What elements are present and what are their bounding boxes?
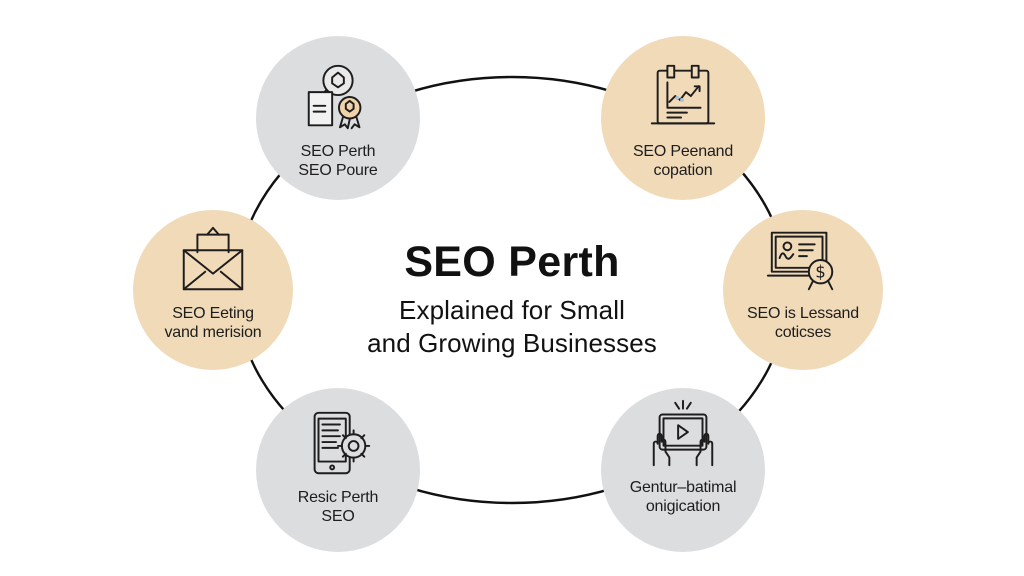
subtitle-line-1: Explained for Small [399,295,625,325]
label-line: SEO is Lessand [747,305,859,322]
profile-dollar-screen-icon: $ [764,224,842,296]
node-bottom-left: Resic Perth SEO [256,388,420,552]
label-line: onigication [645,498,721,515]
center-heading: SEO Perth Explained for Small and Growin… [312,236,712,360]
subtitle: Explained for Small and Growing Business… [312,294,712,360]
label-line: Resic Perth [297,489,379,506]
envelope-mail-icon [174,224,252,296]
label-line: SEO Perth [300,143,376,160]
page-title: SEO Perth [404,238,620,286]
label-line: copation [653,162,713,179]
node-label: SEO Peenand copation [633,142,733,180]
label-line: SEO Peenand [632,143,734,160]
node-bottom-right: Gentur–batimal onigication [601,388,765,552]
label-line: SEO Eeting [172,305,254,322]
label-line: SEO Poure [298,162,378,179]
label-line: Gentur–batimal [629,479,737,496]
label-line: coticses [774,324,832,341]
node-label: SEO is Lessand coticses [747,304,859,342]
node-label: SEO Perth SEO Poure [298,142,377,180]
label-line: vand merision [164,324,262,341]
label-line: SEO [321,508,355,525]
node-label: Resic Perth SEO [298,488,379,526]
node-left: SEO Eeting vand merision [133,210,293,370]
node-label: Gentur–batimal onigication [630,478,737,516]
node-top-left: SEO Perth SEO Poure [256,36,420,200]
tablet-gear-icon [299,408,377,480]
hands-video-tablet-icon [644,398,722,470]
node-right: $ SEO is Lessand coticses [723,210,883,370]
subtitle-line-2: and Growing Businesses [367,328,657,358]
node-top-right: SEO Peenand copation [601,36,765,200]
svg-text:$: $ [815,263,826,282]
growth-chart-board-icon [644,62,722,134]
certificate-award-icon [299,62,377,134]
node-label: SEO Eeting vand merision [164,304,261,342]
